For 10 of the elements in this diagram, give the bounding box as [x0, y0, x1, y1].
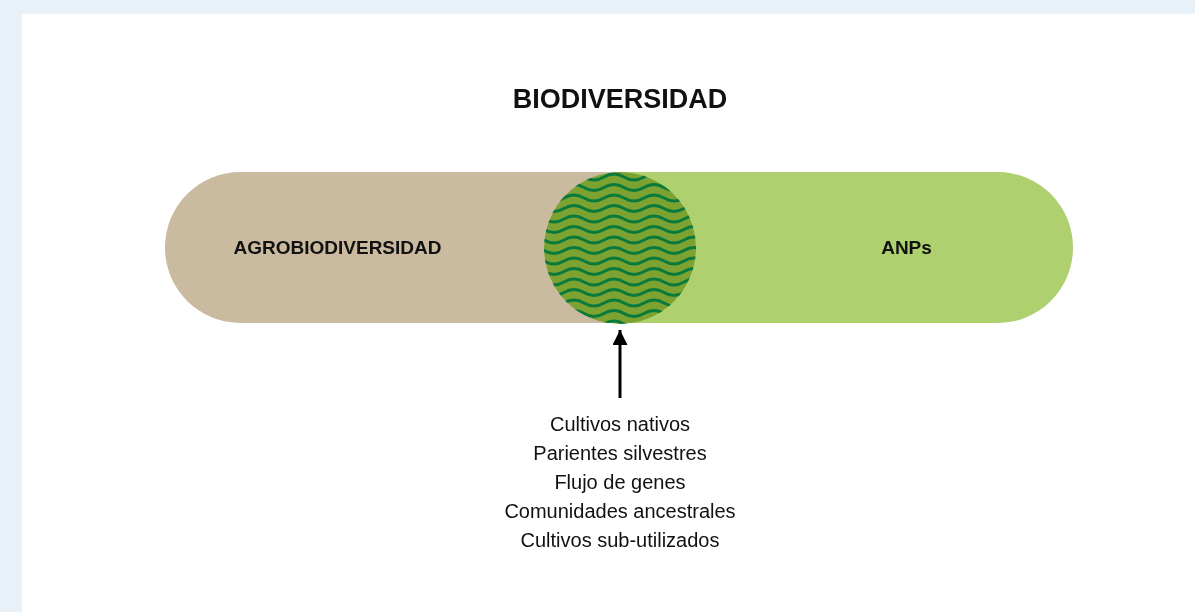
- region-label: ANPs: [881, 236, 932, 259]
- list-item: Cultivos sub-utilizados: [520, 527, 720, 553]
- region-label: AGROBIODIVERSIDAD: [233, 236, 442, 259]
- list-item: Flujo de genes: [554, 469, 686, 495]
- wave-pattern-circle: [544, 172, 696, 324]
- list-item: Cultivos nativos: [549, 411, 691, 437]
- diagram-title: BIODIVERSIDAD: [511, 84, 729, 115]
- arrow: [612, 330, 628, 398]
- list-item: Parientes silvestres: [533, 440, 707, 466]
- list-item: Comunidades ancestrales: [504, 498, 736, 524]
